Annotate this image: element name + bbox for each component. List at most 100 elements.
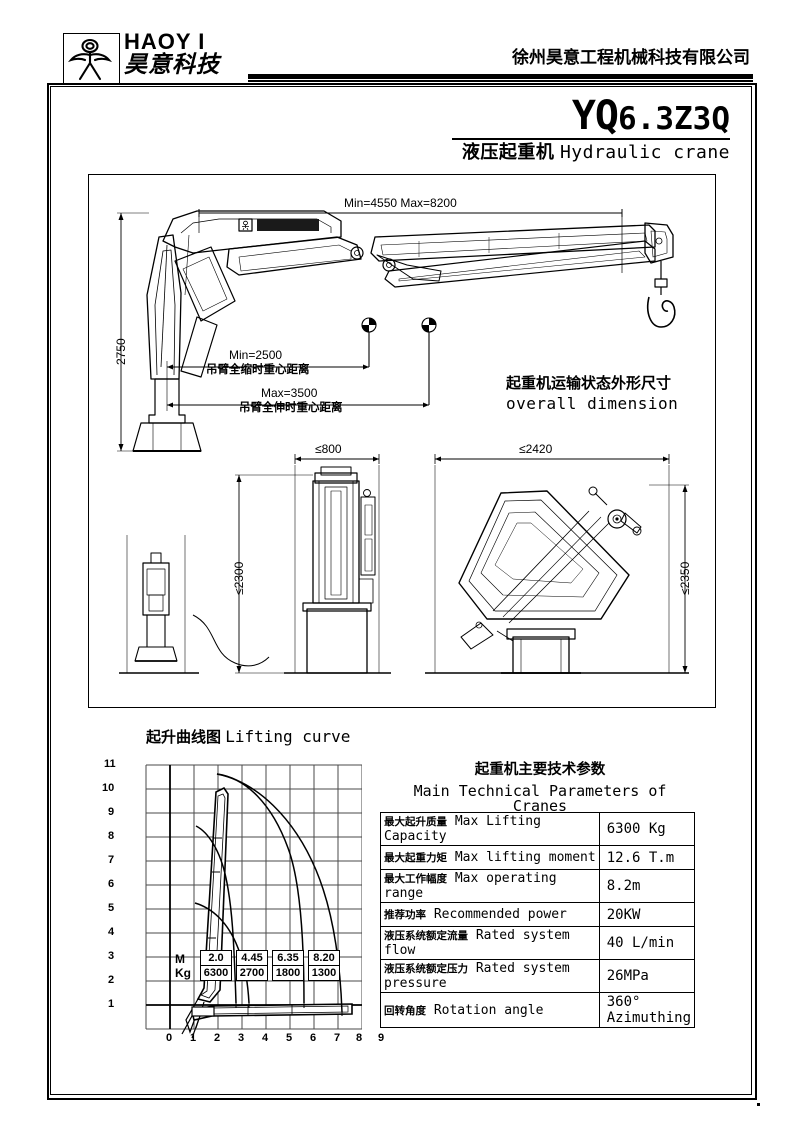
side-height-label: ≤2350 <box>678 561 692 595</box>
spec-table: 最大起升质量 Max Lifting Capacity 6300 Kg 最大起重… <box>380 812 696 1028</box>
overall-dimension-cn: 起重机运输状态外形尺寸 <box>506 374 672 392</box>
load-capacity-1: 6300 <box>200 966 232 981</box>
spec-key-cn-7: 回转角度 <box>384 1004 426 1017</box>
lifting-curve-title-cn: 起升曲线图 <box>146 728 222 746</box>
spec-key-3: 最大工作幅度 Max operating range <box>380 869 600 903</box>
subtitle-en: Hydraulic crane <box>559 142 730 163</box>
spec-key-cn-4: 推荐功率 <box>384 909 426 921</box>
overall-dimension-en: overall dimension <box>506 394 679 414</box>
header-rule <box>248 74 753 79</box>
curve-4-45m <box>194 902 250 1004</box>
y-tick-5: 5 <box>108 902 115 914</box>
table-row: 最大起重力矩 Max lifting moment 12.6 T.m <box>380 845 696 870</box>
table-row: 最大工作幅度 Max operating range 8.2m <box>380 869 696 903</box>
boom-silhouette-stowed <box>181 1003 353 1039</box>
spec-key-cn-1: 最大起升质量 <box>384 816 447 828</box>
table-row: 回转角度 Rotation angle 360° Azimuthing <box>380 992 696 1028</box>
spec-key-cn-5: 液压系统额定流量 <box>384 930 468 942</box>
spec-key-2: 最大起重力矩 Max lifting moment <box>380 845 600 870</box>
x-tick-3: 3 <box>238 1032 245 1044</box>
y-tick-8: 8 <box>108 830 115 842</box>
x-tick-8: 8 <box>356 1032 363 1044</box>
spec-key-6: 液压系统额定压力 Rated system pressure <box>380 959 600 993</box>
table-row: 液压系统额定压力 Rated system pressure 26MPa <box>380 959 696 993</box>
brand-name-cn: 昊意科技 <box>124 52 220 78</box>
spec-value-2: 12.6 T.m <box>598 845 696 870</box>
spec-key-en-7: Rotation angle <box>433 1002 544 1018</box>
load-radius-3: 6.35 <box>272 950 304 966</box>
chart-grid <box>145 764 362 1030</box>
load-col-4: 8.20 1300 <box>308 950 340 981</box>
load-label-m: M <box>175 952 185 966</box>
load-radius-4: 8.20 <box>308 950 340 966</box>
person-logo-icon <box>67 38 113 81</box>
spec-key-5: 液压系统额定流量 Rated system flow <box>380 926 600 960</box>
load-capacity-4: 1300 <box>308 966 340 981</box>
spec-value-1: 6300 Kg <box>598 812 696 846</box>
x-tick-4: 4 <box>262 1032 269 1044</box>
x-tick-1: 1 <box>190 1032 197 1044</box>
crane-elevation-drawing <box>117 209 689 674</box>
boom-silhouette-raised <box>185 786 229 1034</box>
company-logo <box>63 33 120 85</box>
spec-key-en-4: Recommended power <box>433 907 567 922</box>
spec-key-cn-2: 最大起重力矩 <box>384 852 447 864</box>
page-frame-inner <box>50 86 752 1095</box>
x-tick-7: 7 <box>334 1032 341 1044</box>
spec-key-en-2: Max lifting moment <box>454 850 596 865</box>
spec-key-en-6: Rated system pressure <box>384 961 570 991</box>
corner-dot <box>757 1103 760 1106</box>
load-col-1: 2.0 6300 <box>200 950 232 981</box>
side-width-label: ≤2420 <box>519 442 553 456</box>
spec-title-cn: 起重机主要技术参数 <box>474 762 606 778</box>
spec-value-4: 20KW <box>598 902 696 927</box>
model-underline <box>452 138 730 140</box>
spec-key-cn-6: 液压系统额定压力 <box>384 963 468 975</box>
cog-max-label: 吊臂全伸时重心距离 <box>239 400 343 414</box>
table-row: 最大起升质量 Max Lifting Capacity 6300 Kg <box>380 812 696 846</box>
lifting-curve-chart: 11 10 9 8 7 6 5 4 3 2 1 0 1 2 3 4 5 6 7 … <box>102 752 384 1044</box>
x-tick-9: 9 <box>378 1032 385 1044</box>
y-tick-2: 2 <box>108 974 115 986</box>
lifting-curve-title: 起升曲线图 Lifting curve <box>146 729 350 745</box>
x-tick-6: 6 <box>310 1032 317 1044</box>
technical-drawing-panel: Min=4550 Max=8200 2750 Min=2500 吊臂全缩时重心距… <box>88 174 716 708</box>
table-row: 液压系统额定流量 Rated system flow 40 L/min <box>380 926 696 960</box>
top-dimension-label: Min=4550 Max=8200 <box>344 196 457 210</box>
lifting-curve-svg <box>145 764 362 1039</box>
overall-height-label: 2750 <box>114 338 128 365</box>
spec-value-6: 26MPa <box>598 959 696 993</box>
model-suffix: 6.3Z3Q <box>618 101 730 137</box>
cog-min-label: 吊臂全缩时重心距离 <box>206 362 310 376</box>
y-tick-7: 7 <box>108 854 115 866</box>
y-tick-1: 1 <box>108 998 115 1010</box>
page-frame-outer <box>47 83 757 1100</box>
load-capacity-2: 2700 <box>236 966 268 981</box>
spec-value-5: 40 L/min <box>598 926 696 960</box>
load-table-row-labels: M Kg <box>175 952 191 980</box>
y-tick-3: 3 <box>108 950 115 962</box>
x-tick-5: 5 <box>286 1032 293 1044</box>
spec-key-en-5: Rated system flow <box>384 928 570 958</box>
y-tick-11: 11 <box>104 758 116 770</box>
overall-dimension-note: 起重机运输状态外形尺寸 overall dimension <box>506 373 678 415</box>
y-tick-10: 10 <box>102 782 115 794</box>
load-col-3: 6.35 1800 <box>272 950 304 981</box>
y-tick-4: 4 <box>108 926 115 938</box>
model-prefix: YQ <box>571 93 619 139</box>
front-width-label: ≤800 <box>315 442 342 456</box>
cog-max-value: Max=3500 <box>261 386 318 400</box>
company-name: 徐州昊意工程机械科技有限公司 <box>512 48 750 68</box>
lifting-curve-title-en: Lifting curve <box>225 727 351 746</box>
load-capacity-3: 1800 <box>272 966 304 981</box>
spec-key-cn-3: 最大工作幅度 <box>384 873 447 885</box>
y-tick-6: 6 <box>108 878 115 890</box>
x-tick-2: 2 <box>214 1032 221 1044</box>
table-row: 推荐功率 Recommended power 20KW <box>380 902 696 927</box>
brand-name-en: HAOY I <box>124 29 206 54</box>
spec-value-7: 360° Azimuthing <box>598 992 696 1028</box>
x-tick-0: 0 <box>166 1032 173 1044</box>
load-radius-2: 4.45 <box>236 950 268 966</box>
spec-key-en-1: Max Lifting Capacity <box>384 814 541 844</box>
